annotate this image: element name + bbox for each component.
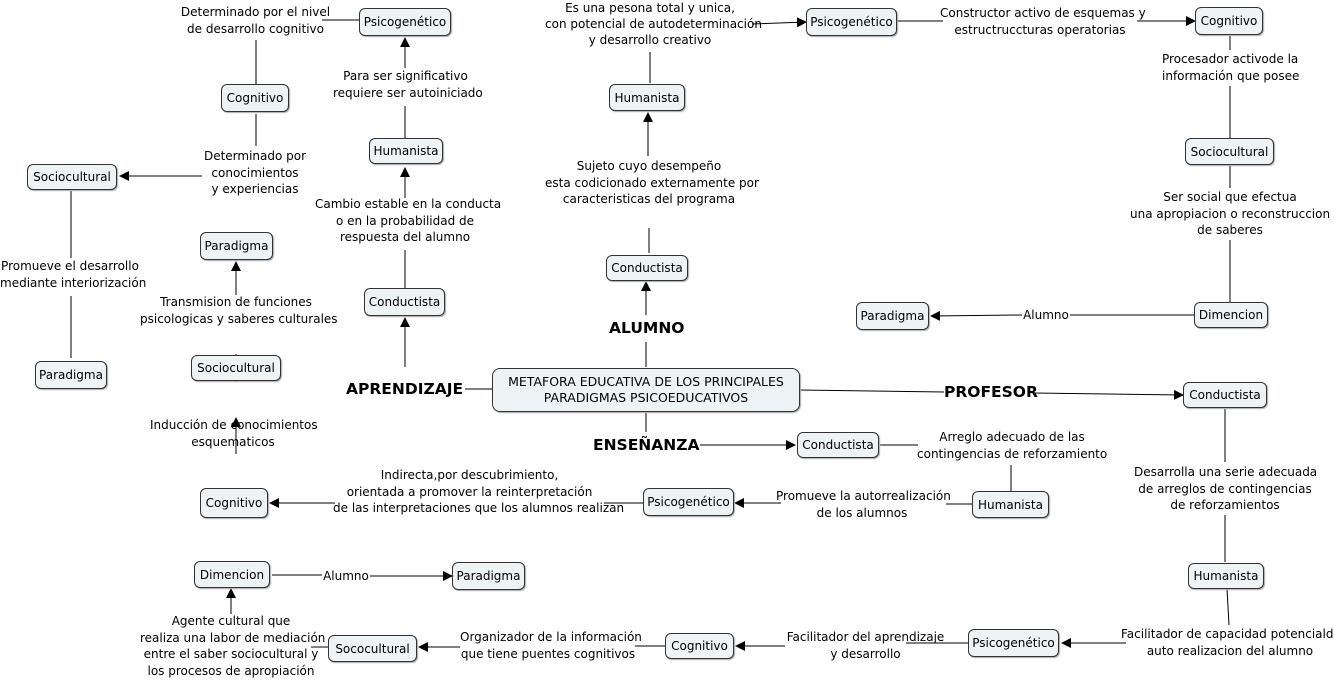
node-conductista[interactable]: Conductista bbox=[1183, 382, 1267, 408]
node-humanista[interactable]: Humanista bbox=[369, 138, 443, 164]
link-label: Indirecta,por descubrimiento,orientada a… bbox=[333, 468, 625, 515]
node-sociocultural[interactable]: Sociocultural bbox=[27, 164, 117, 190]
node-sociocultural[interactable]: Sococultural bbox=[328, 635, 417, 662]
node-humanista[interactable]: Humanista bbox=[972, 491, 1049, 518]
node-psicogenetico[interactable]: Psicogenético bbox=[806, 8, 897, 36]
node-sociocultural[interactable]: Sociocultural bbox=[1185, 138, 1274, 165]
node-humanista[interactable]: Humanista bbox=[609, 84, 685, 111]
link-label: Es una pesona total y unica,con potencia… bbox=[545, 1, 762, 47]
node-psicogenetico[interactable]: Psicogenético bbox=[643, 488, 734, 516]
link-label: Alumno bbox=[323, 569, 369, 583]
node-psicogenetico[interactable]: Psicogenético bbox=[359, 8, 451, 36]
node-cognitivo[interactable]: Cognitivo bbox=[200, 488, 268, 518]
node-humanista[interactable]: Humanista bbox=[1188, 563, 1264, 589]
node-cognitivo[interactable]: Cognitivo bbox=[1195, 7, 1263, 35]
central-topic-box[interactable]: METAFORA EDUCATIVA DE LOS PRINCIPALES PA… bbox=[492, 368, 800, 412]
node-conductista[interactable]: Conductista bbox=[797, 432, 879, 458]
node-cognitivo[interactable]: Cognitivo bbox=[221, 84, 289, 112]
node-cognitivo[interactable]: Cognitivo bbox=[665, 633, 734, 659]
node-dimencion[interactable]: Dimencion bbox=[1194, 302, 1268, 328]
branch-alumno: ALUMNO bbox=[609, 319, 685, 337]
central-topic-text: METAFORA EDUCATIVA DE LOS PRINCIPALES PA… bbox=[508, 374, 784, 405]
node-conductista[interactable]: Conductista bbox=[364, 288, 445, 316]
node-psicogenetico[interactable]: Psicogenético bbox=[968, 629, 1059, 657]
node-paradigma[interactable]: Paradigma bbox=[452, 562, 525, 590]
node-conductista[interactable]: Conductista bbox=[606, 255, 688, 281]
branch-profesor: PROFESOR bbox=[944, 383, 1038, 401]
branch-ensenanza: ENSEÑANZA bbox=[593, 436, 700, 454]
node-sociocultural[interactable]: Sociocultural bbox=[191, 355, 281, 381]
node-paradigma[interactable]: Paradigma bbox=[35, 361, 107, 389]
branch-aprendizaje: APRENDIZAJE bbox=[346, 380, 464, 398]
node-dimencion[interactable]: Dimencion bbox=[194, 561, 270, 588]
node-paradigma[interactable]: Paradigma bbox=[856, 302, 929, 330]
node-paradigma[interactable]: Paradigma bbox=[200, 232, 273, 260]
link-label: Alumno bbox=[1023, 308, 1069, 322]
